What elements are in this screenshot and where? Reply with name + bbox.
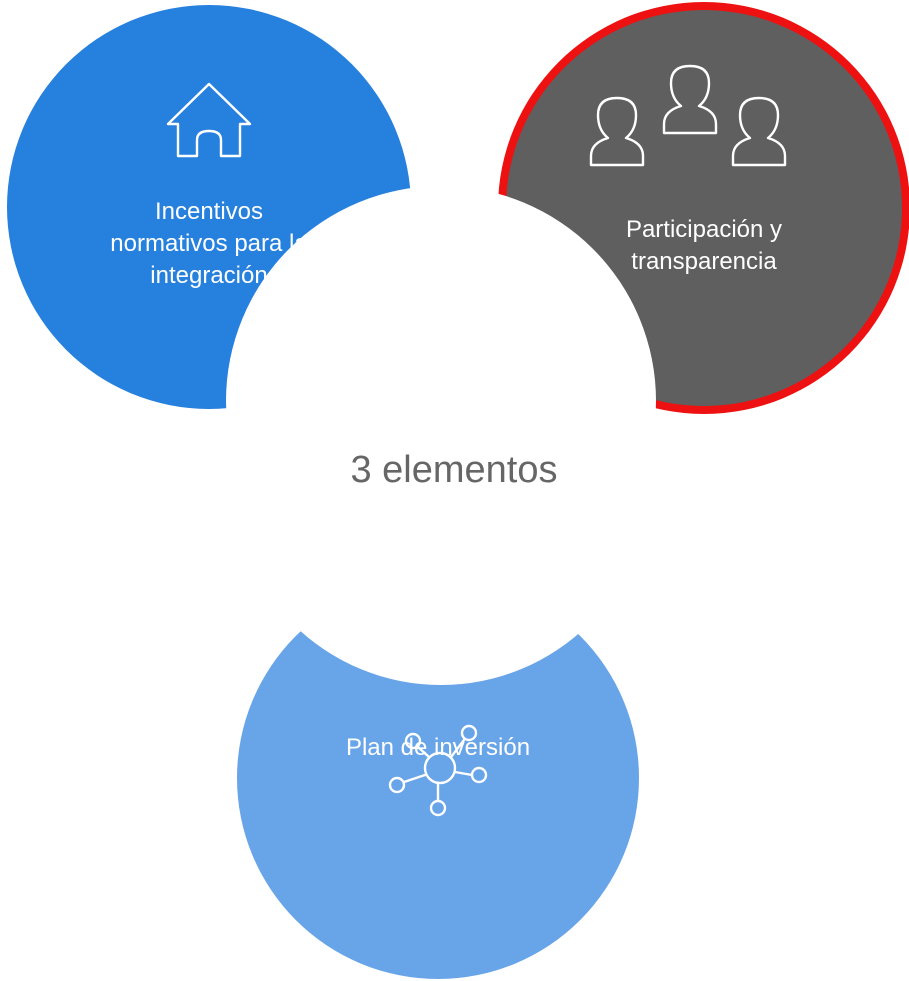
node-participacion-circle — [506, 10, 902, 406]
node-incentivos-circle — [7, 5, 411, 409]
node-incentivos-label: Incentivos normativos para la integració… — [110, 198, 308, 289]
user-right — [731, 96, 787, 167]
node-incentivos-shape — [7, 5, 411, 409]
network-icon — [388, 724, 488, 817]
node-plan-circle — [237, 577, 639, 979]
users-icon — [589, 64, 787, 167]
user-center — [662, 64, 718, 135]
center-title: 3 elementos — [350, 449, 558, 491]
user-left — [589, 96, 645, 167]
home-icon — [166, 82, 252, 158]
node-plan-label: Plan de inversión — [345, 734, 531, 761]
node-participacion-shape — [498, 2, 909, 414]
node-participacion-label: Participación y transparencia — [625, 216, 783, 275]
node-plan-shape — [237, 577, 639, 979]
